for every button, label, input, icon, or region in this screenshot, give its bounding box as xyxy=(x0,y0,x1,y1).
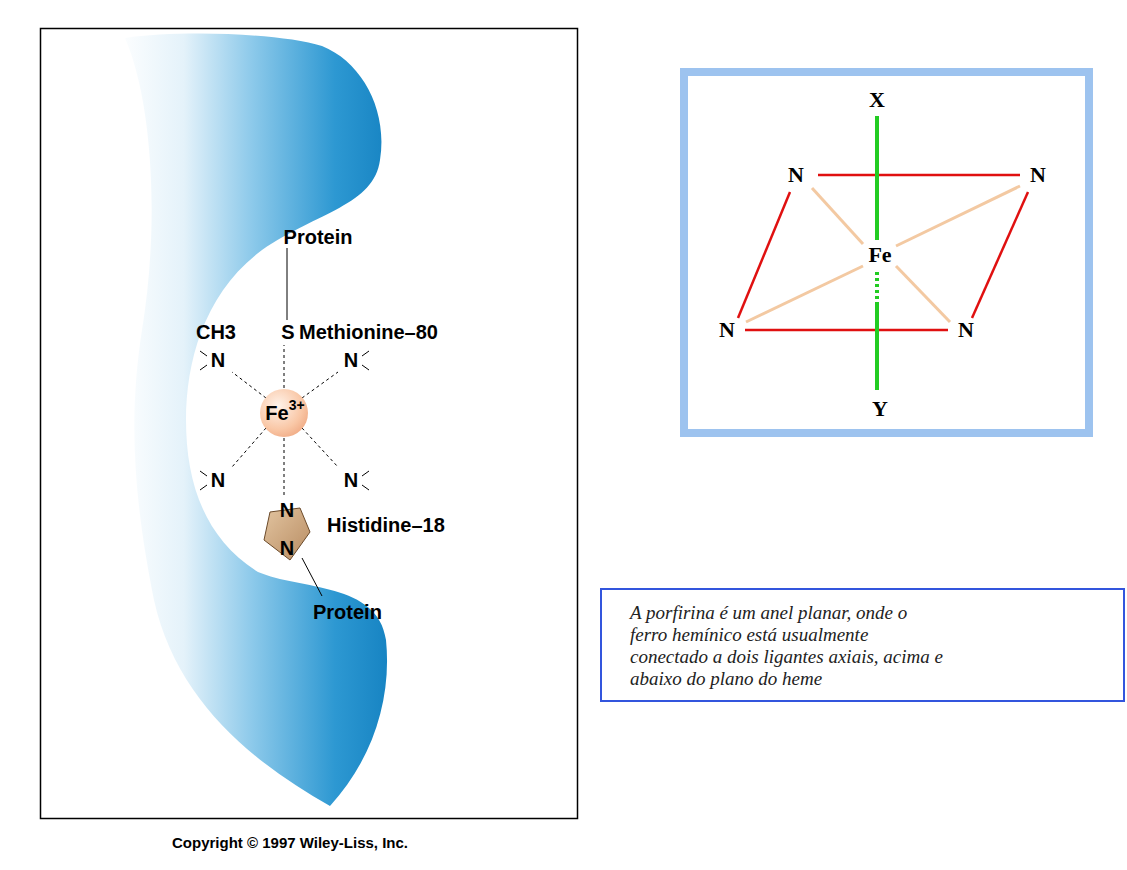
nitrogen-label: N xyxy=(280,538,294,558)
charge-superscript: 3+ xyxy=(289,398,305,412)
protein-label: Protein xyxy=(313,602,382,622)
ligand-lines xyxy=(200,248,369,596)
residue-label: Histidine–18 xyxy=(327,515,445,535)
residue-label: Methionine–80 xyxy=(299,322,438,342)
metal-ion-circle: Fe3+ xyxy=(260,389,308,437)
nitrogen-label: N xyxy=(344,350,358,370)
nitrogen-label: N xyxy=(211,470,225,490)
axial-ligand-label: X xyxy=(869,89,885,111)
protein-label: Protein xyxy=(284,227,353,247)
copyright-caption: Copyright © 1997 Wiley-Liss, Inc. xyxy=(172,834,408,851)
note-text: A porfirina é um anel planar, onde o fer… xyxy=(630,602,948,690)
protein-body xyxy=(125,34,387,806)
heme-schematic-box: XNNFeNNY xyxy=(680,68,1093,437)
methyl-group-label: CH3 xyxy=(196,322,236,342)
porphyrin-lines xyxy=(738,116,1028,390)
panel-frame xyxy=(41,29,578,819)
sulfur-atom-label: S xyxy=(281,322,294,342)
iron-label: Fe xyxy=(868,244,891,266)
note-box: A porfirina é um anel planar, onde o fer… xyxy=(600,588,1125,702)
nitrogen-label: N xyxy=(958,319,974,341)
nitrogen-label: N xyxy=(1030,164,1046,186)
nitrogen-label: N xyxy=(719,319,735,341)
nitrogen-label: N xyxy=(344,470,358,490)
nitrogen-label: N xyxy=(788,164,804,186)
nitrogen-label: N xyxy=(280,500,294,520)
element-symbol: Fe xyxy=(265,403,288,423)
axial-ligand-label: Y xyxy=(872,398,888,420)
nitrogen-label: N xyxy=(211,350,225,370)
